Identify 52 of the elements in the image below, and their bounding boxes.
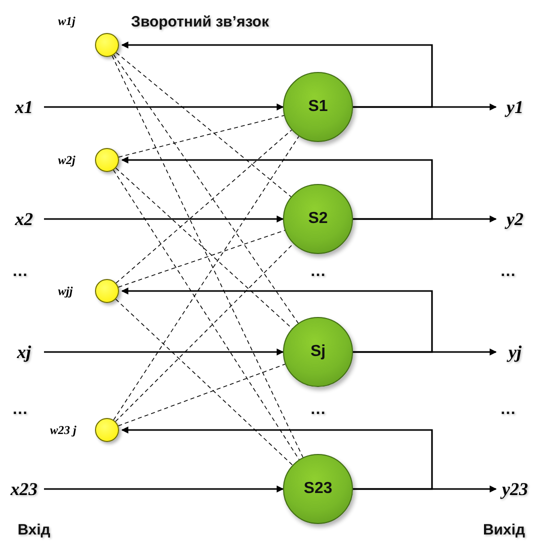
ellipsis-label: … bbox=[500, 401, 516, 419]
arrow bbox=[44, 348, 284, 356]
weight-circle bbox=[95, 148, 119, 172]
output-label: y23 bbox=[496, 476, 534, 502]
neuron-circle bbox=[283, 72, 353, 142]
input-label: x2 bbox=[4, 206, 44, 232]
arrow bbox=[121, 288, 433, 353]
weight-circle bbox=[95, 418, 119, 442]
dashed-connection-line bbox=[118, 364, 286, 426]
neuron-label: Sj bbox=[310, 343, 326, 361]
arrow bbox=[121, 42, 433, 108]
feedback-label: Зворотний зв’язок bbox=[131, 14, 269, 30]
section-label: Вихід bbox=[482, 522, 526, 538]
neuron-label: S23 bbox=[304, 480, 332, 498]
ellipsis-label: … bbox=[12, 401, 28, 419]
dashed-connection-line bbox=[116, 130, 292, 284]
weight-label: w23 j bbox=[50, 423, 76, 438]
input-label: xj bbox=[4, 339, 44, 365]
dashed-connection-line bbox=[118, 230, 286, 288]
dashed-connection-line bbox=[113, 54, 299, 324]
neuron-label: S2 bbox=[308, 210, 328, 228]
output-label: yj bbox=[496, 339, 534, 365]
neuron-circle bbox=[283, 454, 353, 524]
ellipsis-label: … bbox=[310, 401, 326, 419]
neuron-circle bbox=[283, 184, 353, 254]
weight-circle bbox=[95, 279, 119, 303]
ellipsis-label: … bbox=[310, 263, 326, 281]
arrow bbox=[121, 426, 433, 490]
dashed-connection-line bbox=[113, 136, 300, 420]
arrow bbox=[44, 104, 284, 110]
weight-label: w2j bbox=[58, 153, 76, 168]
neuron-label: S1 bbox=[308, 98, 328, 116]
dashed-connection-line bbox=[112, 55, 304, 458]
input-label: x1 bbox=[4, 94, 44, 120]
ellipsis-label: … bbox=[500, 263, 516, 281]
arrow bbox=[44, 216, 284, 222]
weight-circle bbox=[95, 33, 119, 57]
neuron-circle bbox=[283, 317, 353, 387]
weight-label: w1j bbox=[58, 14, 76, 29]
weight-label: wjj bbox=[58, 284, 73, 299]
dashed-connection-line bbox=[115, 243, 294, 422]
output-label: y1 bbox=[496, 94, 534, 120]
arrow bbox=[44, 486, 284, 492]
arrow bbox=[121, 156, 433, 220]
output-label: y2 bbox=[496, 206, 534, 232]
dashed-connection-line bbox=[118, 115, 284, 158]
dashed-connection-line bbox=[116, 52, 292, 198]
input-label: x23 bbox=[4, 476, 44, 502]
section-label: Вхід bbox=[18, 522, 50, 538]
ellipsis-label: … bbox=[12, 263, 28, 281]
dashed-connection-line bbox=[115, 298, 293, 466]
dashed-connection-line bbox=[113, 170, 300, 460]
